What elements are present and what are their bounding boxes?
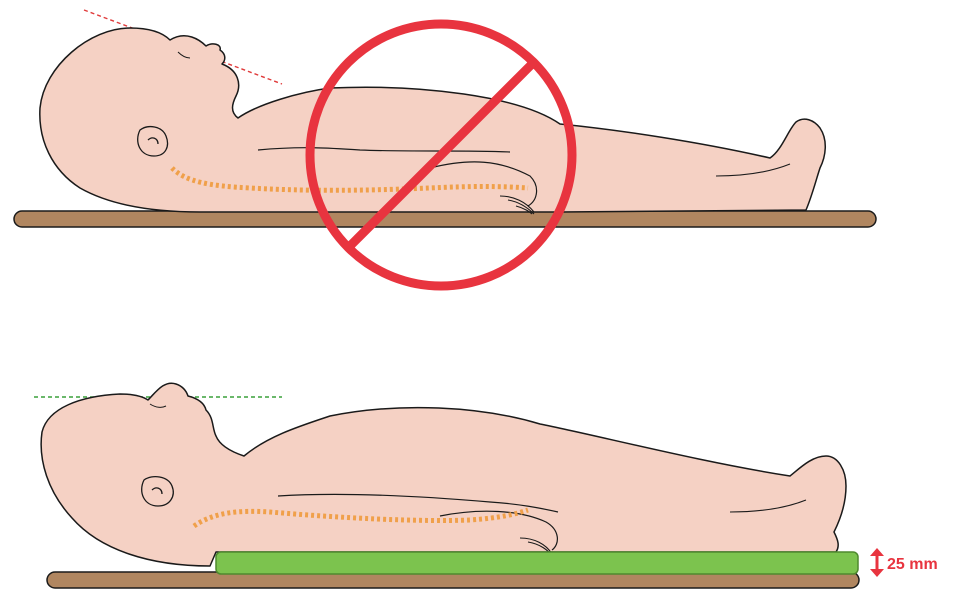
shoulder-pad xyxy=(216,552,858,574)
infant-figure xyxy=(41,383,846,566)
correct-positioning-panel: 25 mm xyxy=(34,383,938,588)
pad-thickness-label: 25 mm xyxy=(887,556,938,573)
incorrect-positioning-panel xyxy=(14,10,876,286)
pad-thickness-indicator: 25 mm xyxy=(870,548,938,577)
flat-board xyxy=(14,211,876,227)
double-arrow-icon xyxy=(870,548,884,577)
